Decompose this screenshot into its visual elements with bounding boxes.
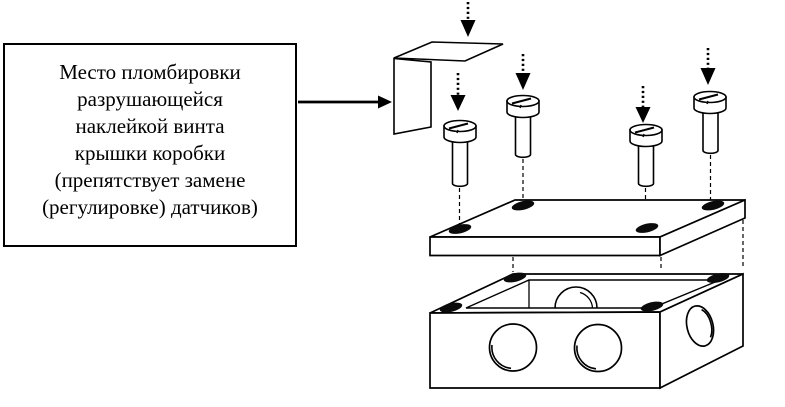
dotted-arrow-screw-4 xyxy=(700,48,716,85)
side-cable-hole xyxy=(685,305,715,347)
screw-4 xyxy=(693,90,727,155)
dotted-arrow-screw-2 xyxy=(515,54,531,90)
seal-location-callout: Место пломбировки разрушающейся наклейко… xyxy=(3,43,297,247)
cable-notch-arc xyxy=(554,286,598,309)
lid-screw-hole xyxy=(511,200,535,211)
pointer-arrow xyxy=(298,95,392,109)
lid-screw-hole xyxy=(701,200,725,211)
callout-line: крышки коробки xyxy=(74,141,226,165)
front-cable-hole xyxy=(488,323,538,372)
screw-1 xyxy=(443,119,477,188)
rim-screw-hole xyxy=(503,272,527,283)
screw-2 xyxy=(506,94,540,159)
callout-line: разрушающейся xyxy=(77,87,223,111)
rim-screw-hole xyxy=(439,302,463,313)
rim-screw-hole xyxy=(640,301,664,312)
lid-screw-hole xyxy=(635,223,659,233)
dotted-arrow-screw-1 xyxy=(450,73,466,111)
callout-line: (препятствует замене xyxy=(54,168,246,192)
callout-line: наклейкой винта xyxy=(75,114,225,138)
callout-line: Место пломбировки xyxy=(59,60,241,84)
rim-screw-hole xyxy=(706,273,730,283)
dotted-arrow-sticker xyxy=(460,2,476,37)
lid-screw-hole xyxy=(448,224,472,234)
sealing-sticker xyxy=(393,41,504,135)
dotted-arrow-screw-3 xyxy=(635,86,651,123)
callout-line: (регулировке) датчиков) xyxy=(42,195,258,219)
front-cable-hole xyxy=(573,323,623,373)
screw-3 xyxy=(629,123,663,188)
lid-guide-lines xyxy=(512,220,744,272)
box-body xyxy=(429,272,744,390)
box-lid xyxy=(429,198,746,257)
